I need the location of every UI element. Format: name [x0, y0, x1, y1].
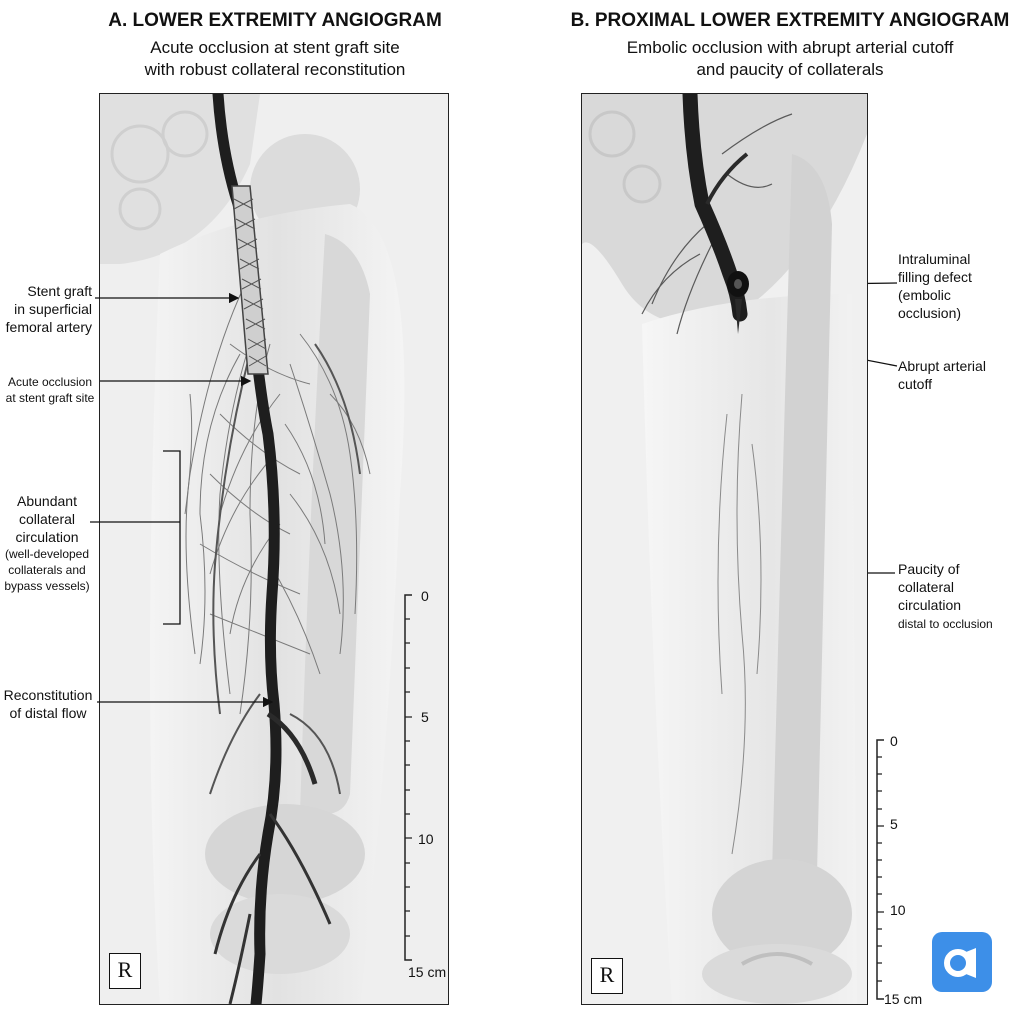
label-acute-occlusion-line1: Acute occlusion	[7, 375, 93, 389]
label-collateral-circulation: Abundant collateral circulation (well-de…	[0, 492, 94, 594]
label-filling-defect-line4: occlusion)	[898, 305, 962, 321]
panel-a-angiogram-graphic	[100, 94, 448, 1004]
panel-a-scale-tick-10: 10	[418, 831, 434, 847]
label-stent-graft-line2: in superficial	[14, 301, 92, 317]
label-collateral-line4: (well-developed	[4, 547, 90, 561]
panel-a-scale-tick-15: 15 cm	[408, 964, 447, 980]
label-paucity-line3: circulation	[898, 597, 962, 613]
label-reconstitution-line2: of distal flow	[9, 705, 87, 721]
panel-a-scale-tick-5: 5	[421, 709, 429, 725]
label-filling-defect-line1: Intraluminal	[898, 251, 971, 267]
label-filling-defect-line3: (embolic	[898, 287, 951, 303]
logo-icon	[932, 932, 992, 992]
panel-b-scale-tick-0: 0	[890, 733, 898, 749]
panel-b-scale-bar	[876, 739, 884, 1000]
panel-b-title: B. PROXIMAL LOWER EXTREMITY ANGIOGRAM	[570, 10, 1010, 31]
label-collateral-line3: circulation	[15, 529, 79, 545]
panel-a-scale-tick-0: 0	[421, 588, 429, 604]
panel-b-angiogram-graphic	[582, 94, 867, 1004]
label-stent-graft-line1: Stent graft	[27, 283, 92, 299]
panel-a-side-marker: R	[109, 953, 141, 989]
label-collateral-line5: collaterals and	[8, 563, 86, 577]
panel-b-scale-tick-15: 15 cm	[884, 991, 923, 1007]
panel-b-subtitle-line1: Embolic occlusion with abrupt arterial c…	[626, 38, 954, 57]
label-reconstitution-line1: Reconstitution	[3, 687, 93, 703]
label-acute-occlusion: Acute occlusion at stent graft site	[0, 374, 100, 406]
panel-a-scale-bar	[404, 594, 412, 961]
label-paucity: Paucity of collateral circulation distal…	[898, 560, 1022, 632]
label-paucity-line2: collateral	[898, 579, 955, 595]
label-filling-defect: Intraluminal filling defect (embolic occ…	[898, 250, 1018, 322]
label-collateral-line6: bypass vessels)	[4, 579, 90, 593]
label-abrupt-cutoff: Abrupt arterial cutoff	[898, 357, 1018, 393]
panel-b-side-marker: R	[591, 958, 623, 994]
label-paucity-line4: distal to occlusion	[898, 617, 993, 631]
label-paucity-line1: Paucity of	[898, 561, 960, 577]
label-stent-graft: Stent graft in superficial femoral arter…	[0, 282, 92, 336]
panel-b-scale-tick-10: 10	[890, 902, 906, 918]
label-stent-graft-line3: femoral artery	[5, 319, 92, 335]
label-cutoff-line1: Abrupt arterial	[898, 358, 986, 374]
panel-a-angiogram: R	[99, 93, 449, 1005]
label-cutoff-line2: cutoff	[898, 376, 932, 392]
panel-a-title: A. LOWER EXTREMITY ANGIOGRAM	[108, 10, 442, 31]
panel-b-subtitle-line2: and paucity of collaterals	[696, 60, 884, 79]
label-filling-defect-line2: filling defect	[898, 269, 972, 285]
label-collateral-line1: Abundant	[17, 493, 77, 509]
label-collateral-line2: collateral	[18, 511, 76, 527]
panel-a-subtitle-line2: with robust collateral reconstitution	[144, 60, 406, 79]
panel-b-angiogram: R	[581, 93, 868, 1005]
stent-graft-shape	[231, 185, 269, 375]
panel-b-scale-tick-5: 5	[890, 816, 898, 832]
panel-a-subtitle-line1: Acute occlusion at stent graft site	[150, 38, 400, 57]
cutoff-shape	[735, 299, 742, 334]
label-acute-occlusion-line2: at stent graft site	[5, 391, 95, 405]
label-reconstitution: Reconstitution of distal flow	[0, 686, 96, 722]
